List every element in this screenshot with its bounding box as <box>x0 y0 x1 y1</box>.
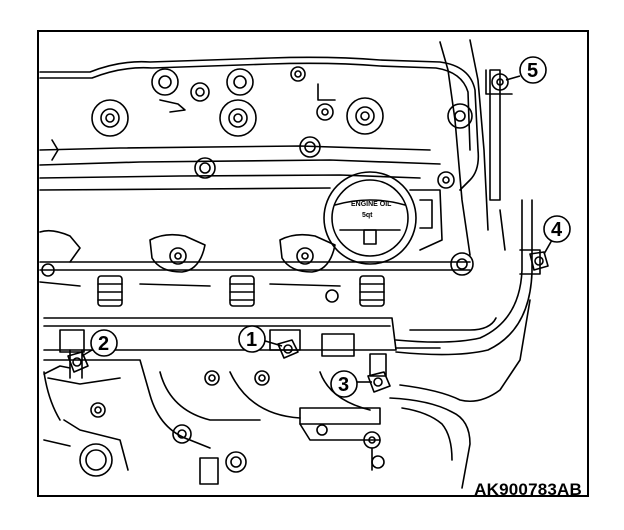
callout-1-label: 1 <box>246 329 257 351</box>
callout-2-label: 2 <box>98 333 109 355</box>
fuel-hoses <box>389 69 541 489</box>
callout-3-label: 3 <box>338 374 349 396</box>
bolt-2 <box>43 351 89 375</box>
callout-4-label: 4 <box>551 219 563 241</box>
callout-5-label: 5 <box>527 60 538 82</box>
injector-connectors <box>39 229 471 307</box>
valve-cover <box>39 39 489 256</box>
diagram-border <box>37 30 589 497</box>
cap-text-bottom: 5qt <box>362 212 373 219</box>
figure-reference-code: AK900783AB <box>474 480 582 499</box>
bolt-3 <box>367 353 391 393</box>
callout-1 <box>238 325 283 353</box>
bolt-1 <box>277 339 299 359</box>
callout-2 <box>81 329 118 357</box>
oil-filler-cap <box>323 171 443 265</box>
cover-bosses <box>51 66 474 276</box>
bolt-4 <box>529 251 549 271</box>
callout-4 <box>543 215 571 255</box>
bolt-5 <box>491 73 509 91</box>
callout-5 <box>505 56 547 84</box>
cap-text-top: ENGINE OIL <box>351 201 392 208</box>
callout-3 <box>330 370 372 398</box>
